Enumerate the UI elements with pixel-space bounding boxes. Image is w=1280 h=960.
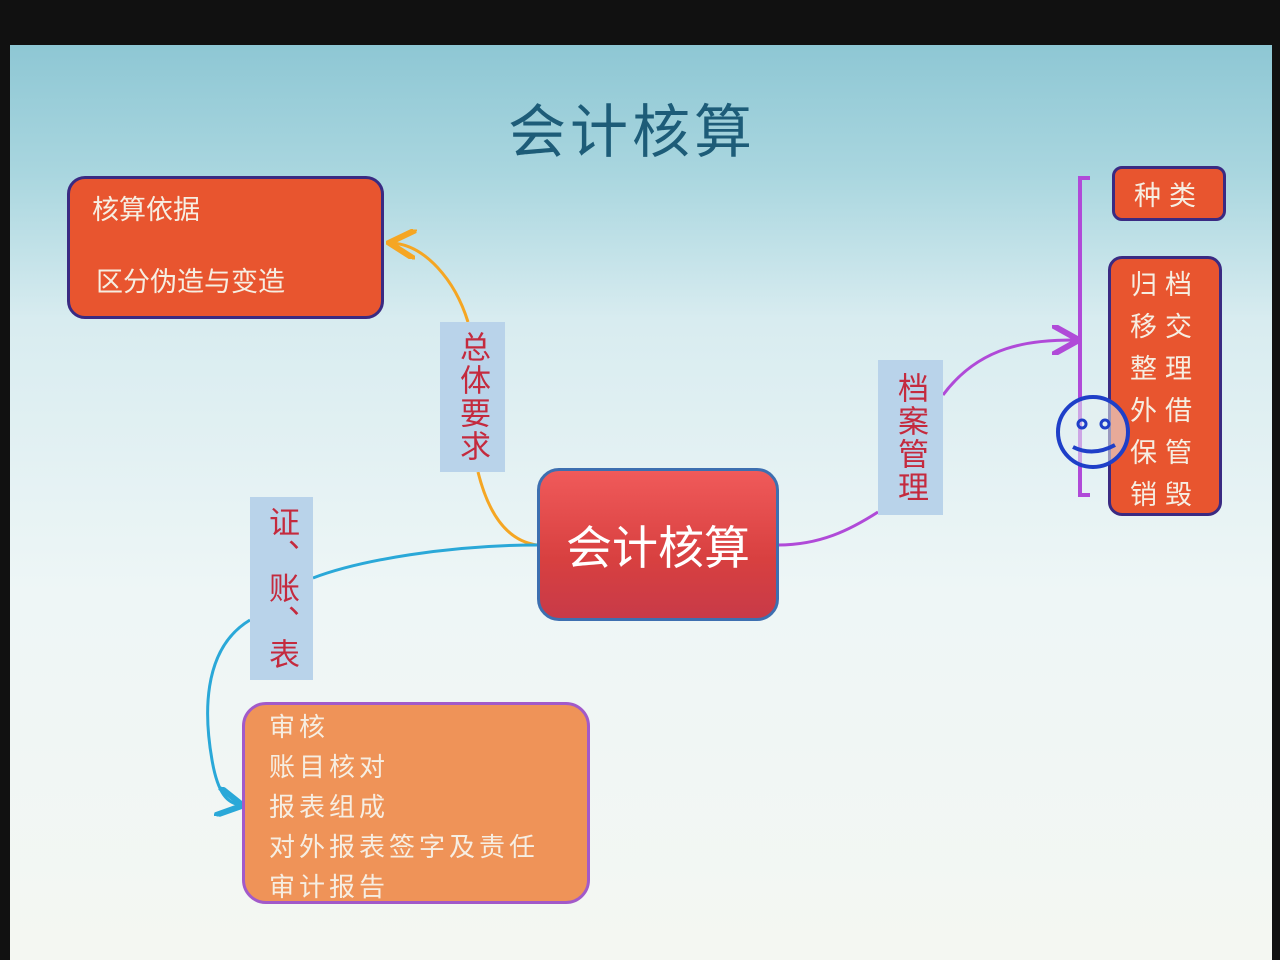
archive-types-box[interactable]: 种类 [1112,166,1226,221]
documents-item: 对外报表签字及责任 [269,833,540,863]
archive-item: 销毁 [1130,480,1200,511]
archive-item: 保管 [1130,438,1200,469]
documents-label[interactable]: 证、账、表 [250,497,313,680]
documents-box[interactable]: 审核 账目核对 报表组成 对外报表签字及责任 审计报告 [242,702,590,904]
documents-item: 审核 [269,713,330,743]
archive-item: 移交 [1130,312,1200,343]
connector-documents-lower [206,618,251,805]
requirements-item: 核算依据 [92,195,200,226]
slide-title: 会计核算 [507,98,756,166]
archive-item: 归档 [1130,270,1200,301]
archive-operations-box[interactable]: 归档 移交 整理 外借 保管 销毁 [1108,256,1222,516]
center-label: 会计核算 [566,520,750,575]
archive-item: 整理 [1130,354,1200,385]
archives-bracket [1078,176,1090,497]
documents-item: 审计报告 [269,873,390,903]
documents-item: 报表组成 [269,793,390,823]
smiley-face-icon [1056,395,1130,469]
connector-archives-upper [941,340,1076,396]
archive-item: 外借 [1130,396,1200,427]
center-node[interactable]: 会计核算 [537,468,779,621]
archive-types-label: 种类 [1134,181,1204,212]
connector-documents-upper [312,543,538,580]
requirements-item: 区分伪造与变造 [96,267,285,298]
requirements-box[interactable]: 核算依据 区分伪造与变造 [67,176,384,319]
archives-label[interactable]: 档案管理 [878,360,943,515]
requirements-label[interactable]: 总体要求 [440,322,505,472]
connector-archives-lower [777,510,879,547]
documents-item: 账目核对 [269,753,390,783]
connector-requirements-lower [476,471,538,547]
connector-requirements-upper [392,243,470,323]
